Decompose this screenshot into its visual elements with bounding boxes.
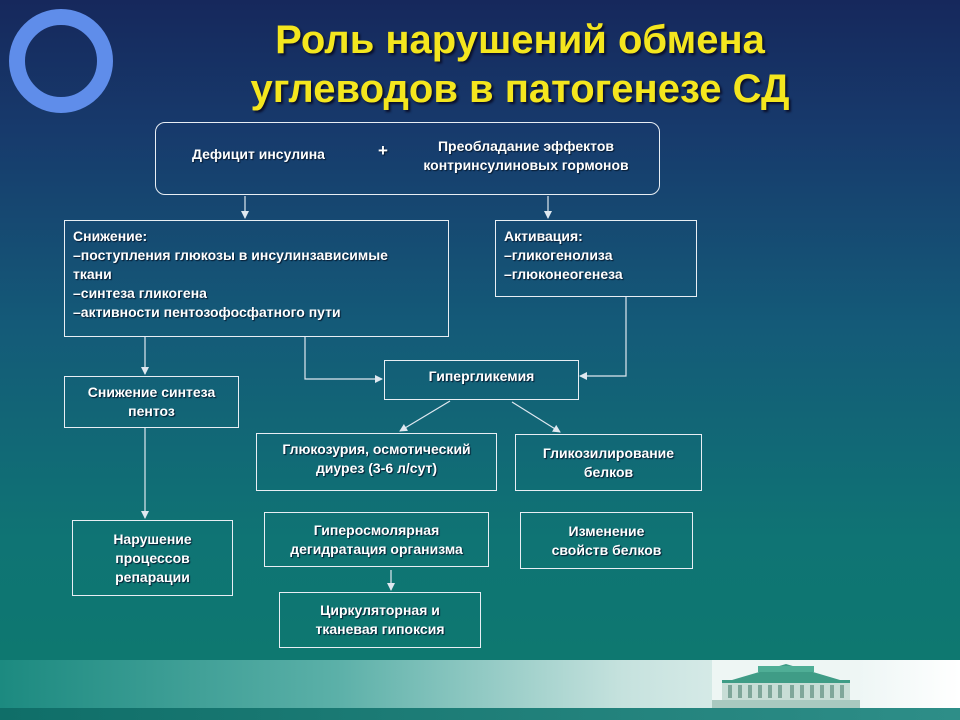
activation-box: Активация: –гликогенолиза –глюконеогенез… bbox=[495, 220, 697, 297]
hyperosmolar-line-1: Гиперосмолярная bbox=[313, 521, 440, 538]
glycosylation-line-2: белков bbox=[583, 463, 634, 480]
building-logo-icon bbox=[712, 660, 860, 708]
pentose-line-1: Снижение синтеза bbox=[87, 384, 216, 400]
protein-change-line-1: Изменение bbox=[568, 522, 645, 539]
repair-line-3: репарации bbox=[115, 568, 190, 585]
page-title: Роль нарушений обмена углеводов в патоге… bbox=[120, 16, 920, 114]
footer-line bbox=[0, 708, 960, 720]
glucosuria-line-2: диурез (3-6 л/сут) bbox=[315, 460, 438, 476]
repair-line-2: процессов bbox=[115, 549, 190, 566]
insulin-deficit-box: Дефицит инсулина + Преобладание эффектов… bbox=[155, 122, 660, 195]
repair-line-1: Нарушение bbox=[113, 530, 192, 547]
counter-insulin-line-1: Преобладание эффектов bbox=[437, 138, 614, 154]
decrease-line-3: –синтеза гликогена bbox=[73, 285, 207, 301]
pentose-line-2: пентоз bbox=[128, 403, 175, 419]
glycosylation-box: Гликозилирование белков bbox=[515, 434, 702, 491]
arrow-decrease-to-hyperglycemia bbox=[304, 337, 383, 383]
protein-properties-box: Изменение свойств белков bbox=[520, 512, 693, 569]
decrease-line-1: –поступления глюкозы в инсулинзависимые bbox=[73, 247, 388, 263]
decrease-line-2: ткани bbox=[73, 266, 112, 282]
title-line-1: Роль нарушений обмена bbox=[275, 18, 765, 62]
hyperosmolar-dehydration-box: Гиперосмолярная дегидратация организма bbox=[264, 512, 489, 567]
insulin-deficit-label: Дефицит инсулина bbox=[192, 146, 325, 162]
activation-heading: Активация: bbox=[504, 228, 583, 244]
protein-change-line-2: свойств белков bbox=[551, 541, 662, 558]
repair-disorder-box: Нарушение процессов репарации bbox=[72, 520, 233, 596]
hyperglycemia-box: Гипергликемия bbox=[384, 360, 579, 400]
arrow-activation-to-hyperglycemia bbox=[579, 297, 627, 380]
decrease-line-4: –активности пентозофосфатного пути bbox=[73, 304, 341, 320]
title-line-2: углеводов в патогенезе СД bbox=[250, 67, 790, 111]
decrease-heading: Снижение: bbox=[73, 228, 148, 244]
pentose-synthesis-box: Снижение синтеза пентоз bbox=[64, 376, 239, 428]
decrease-box: Снижение: –поступления глюкозы в инсулин… bbox=[64, 220, 449, 337]
hyperosmolar-line-2: дегидратация организма bbox=[290, 540, 463, 557]
glucosuria-line-1: Глюкозурия, осмотический bbox=[282, 441, 471, 457]
arrow-hyperglycemia-to-glycosylation bbox=[511, 401, 561, 433]
plus-sign: + bbox=[378, 141, 388, 160]
counter-insulin-label: Преобладание эффектов контринсулиновых г… bbox=[401, 137, 651, 175]
arrow-hyperglycemia-to-glucosuria bbox=[399, 400, 451, 432]
activation-line-2: –глюконеогенеза bbox=[504, 266, 623, 282]
hypoxia-line-1: Циркуляторная и bbox=[320, 602, 440, 618]
hypoxia-line-2: тканевая гипоксия bbox=[315, 621, 445, 637]
glucosuria-box: Глюкозурия, осмотический диурез (3-6 л/с… bbox=[256, 433, 497, 491]
counter-insulin-line-2: контринсулиновых гормонов bbox=[423, 157, 629, 173]
activation-line-1: –гликогенолиза bbox=[504, 247, 613, 263]
glycosylation-line-1: Гликозилирование bbox=[542, 444, 675, 461]
hyperglycemia-label: Гипергликемия bbox=[428, 368, 535, 384]
hypoxia-box: Циркуляторная и тканевая гипоксия bbox=[279, 592, 481, 648]
